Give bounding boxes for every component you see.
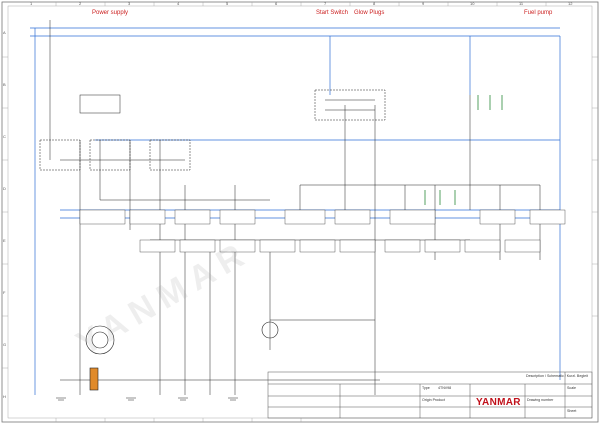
section-fuel-pump: Fuel pump bbox=[524, 10, 553, 16]
grid-col-8: 8 bbox=[373, 1, 376, 6]
title-scale-label: Scale bbox=[567, 386, 576, 390]
grid-col-4: 4 bbox=[177, 1, 180, 6]
grid-row-c: C bbox=[3, 134, 6, 139]
start-switch-assembly bbox=[39, 89, 386, 171]
grid-col-6: 6 bbox=[275, 1, 278, 6]
grid-row-h: H bbox=[3, 394, 6, 399]
title-block-frame bbox=[267, 371, 593, 419]
grid-row-g: G bbox=[3, 342, 7, 347]
grid-col-5: 5 bbox=[226, 1, 229, 6]
fuel-pump-fuses bbox=[424, 95, 503, 205]
grid-col-10: 10 bbox=[470, 1, 475, 6]
grid-col-11: 11 bbox=[519, 1, 524, 6]
title-sheet-label: Sheet bbox=[567, 409, 577, 413]
grid-col-9: 9 bbox=[422, 1, 425, 6]
machine-symbols bbox=[85, 321, 279, 391]
title-description: Description / Schematic / Kurzl. Begleit bbox=[526, 374, 588, 378]
grid-row-f: F bbox=[3, 290, 6, 295]
section-power-supply: Power supply bbox=[92, 10, 129, 16]
title-type-value: 4TNV98 bbox=[438, 386, 452, 390]
component-blocks bbox=[79, 209, 566, 253]
ground-symbols bbox=[56, 397, 238, 401]
grid-col-1: 1 bbox=[30, 1, 33, 6]
grid-row-d: D bbox=[3, 186, 6, 191]
title-origin-label: Origin Product bbox=[422, 398, 445, 402]
section-start-switch: Start Switch bbox=[316, 10, 349, 16]
grid-row-e: E bbox=[3, 238, 6, 243]
grid-col-12: 12 bbox=[568, 1, 573, 6]
title-type-label: Type bbox=[422, 386, 430, 390]
grid-row-b: B bbox=[3, 82, 6, 87]
title-drawing-number: Drawing number bbox=[527, 398, 554, 402]
grid-col-2: 2 bbox=[79, 1, 82, 6]
section-glow-plugs: Glow Plugs bbox=[354, 10, 385, 16]
yanmar-logo: YANMAR bbox=[476, 397, 521, 408]
grid-col-7: 7 bbox=[324, 1, 327, 6]
grid-row-a: A bbox=[3, 30, 6, 35]
grid-col-3: 3 bbox=[128, 1, 131, 6]
